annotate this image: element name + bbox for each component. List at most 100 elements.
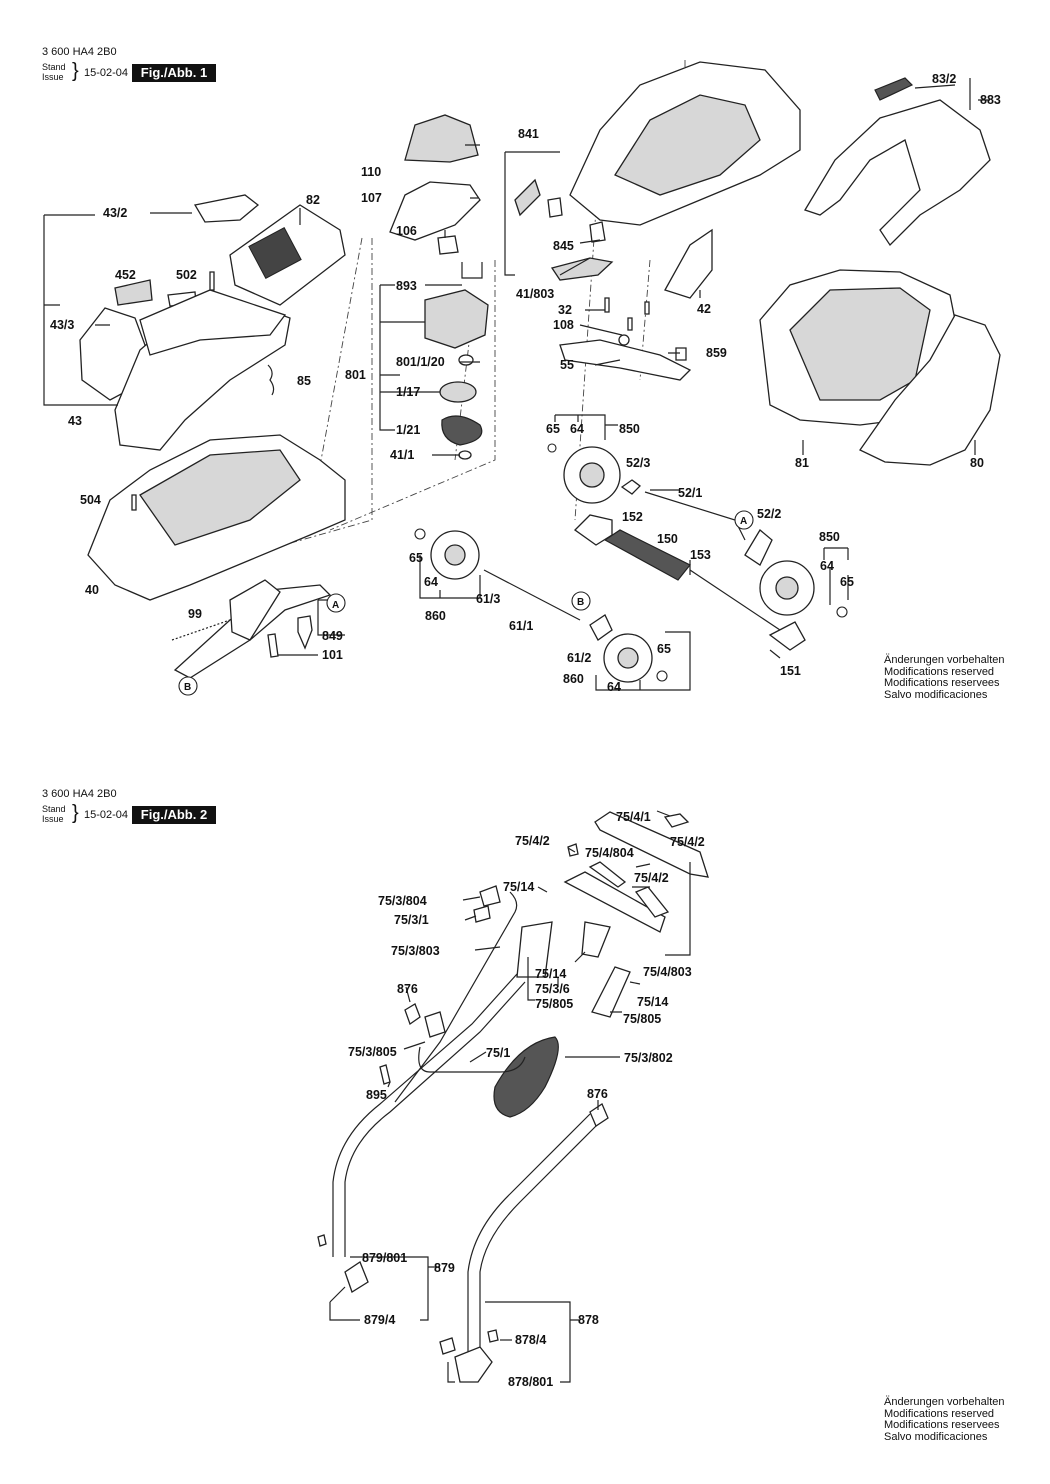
callout: 52/1	[678, 486, 702, 500]
disclaimer-line: Modifications reservees	[884, 677, 1000, 689]
bracket-61-2-part	[589, 614, 613, 641]
issue-label: Issue	[42, 72, 64, 82]
plug-75-3-6-part	[581, 921, 611, 958]
deck-clip-part	[589, 221, 606, 243]
callout: 80	[970, 456, 984, 470]
callout: 75/4/2	[634, 871, 669, 885]
spring-85-part	[267, 364, 275, 396]
group-bracket	[419, 555, 481, 599]
issue-date: 15-02-04	[84, 809, 129, 821]
bolt-895-part	[379, 1064, 391, 1085]
cap-107-part	[389, 181, 481, 241]
callout: 55	[560, 358, 574, 372]
badge-part	[114, 279, 153, 306]
callout: 101	[322, 648, 343, 662]
disclaimer-line: Änderungen vorbehalten	[884, 654, 1005, 666]
leader-line	[432, 361, 480, 456]
bracket-52-3-part	[620, 479, 641, 495]
screw-502-part	[209, 271, 215, 291]
figure-sheet-1: 3 600 HA4 2B0 Stand Issue } 15-02-04 Fig…	[42, 46, 1005, 701]
right-handle-rail-part	[479, 1121, 601, 1352]
group-bracket	[554, 414, 618, 440]
group-bracket	[43, 215, 118, 406]
reference-marker-b	[178, 676, 198, 696]
shaft-153-part	[689, 569, 781, 631]
drawing-code: 3 600 HA4 2B0	[42, 788, 117, 800]
lever-part	[634, 886, 670, 918]
bracket-52-2-part	[744, 529, 773, 566]
callout: 43/3	[50, 318, 74, 332]
leader-line	[537, 863, 651, 893]
figure-tag: Fig./Abb. 1	[132, 64, 216, 82]
callout: 41/1	[390, 448, 414, 462]
clip-879-4-part	[344, 1261, 369, 1293]
lever-bracket-part	[229, 579, 281, 641]
callout: 64	[820, 559, 834, 573]
left-handle-rail-part	[332, 973, 518, 1257]
deck-clip-part	[547, 197, 563, 218]
figure-tag: Fig./Abb. 2	[132, 806, 216, 824]
callout: 75/3/803	[391, 944, 440, 958]
leader-line	[802, 440, 976, 455]
callout: 64	[570, 422, 584, 436]
connector-75-3-804-part	[479, 885, 501, 907]
disclaimer-line: Modifications reserved	[884, 1407, 995, 1420]
figure-sheet-2: 3 600 HA4 2B0 Stand Issue } 15-02-04 Fig…	[0, 742, 1050, 1484]
callout: 65	[840, 575, 854, 589]
leader-line	[44, 304, 110, 326]
group-bracket	[504, 151, 591, 276]
cap-110-part	[404, 114, 479, 163]
callout: 801	[345, 368, 366, 382]
left-handle-rail-part	[344, 981, 526, 1257]
grip-83-2-part	[874, 77, 914, 101]
callout: 893	[396, 279, 417, 293]
callout: 110	[361, 165, 381, 179]
screw-504-part	[131, 494, 137, 511]
callout: 75/4/2	[515, 834, 550, 848]
wheel-hub	[775, 576, 799, 600]
callout: 43/2	[103, 206, 127, 220]
callout: 879/4	[364, 1313, 395, 1327]
callout: 895	[366, 1088, 387, 1102]
axle-61-1-part	[483, 569, 581, 621]
exploded-view-1: 43/2 82 452 502 43/3 85 43 504 40 99 849…	[43, 60, 1001, 696]
reference-marker-a	[326, 593, 346, 613]
group-bracket	[823, 547, 849, 605]
right-handle-rail-part	[467, 1113, 591, 1352]
leader-line	[44, 212, 192, 216]
disclaimer-line: Salvo modificaciones	[884, 1430, 988, 1443]
tube-sleeve-part	[516, 921, 553, 978]
blade-55-part	[559, 339, 692, 381]
callout: 41/803	[516, 287, 554, 301]
holder-152-part	[573, 514, 613, 546]
clip-65-part	[414, 528, 426, 540]
callout: 106	[396, 224, 417, 238]
trigger-75-4-1-part	[663, 813, 690, 828]
callout: 64	[607, 680, 621, 694]
callout: 504	[80, 493, 101, 507]
callout: 82	[306, 193, 320, 207]
callout: 65	[657, 642, 671, 656]
callout: 151	[780, 664, 801, 678]
callout: 75/3/1	[394, 913, 429, 927]
callout: 876	[397, 982, 418, 996]
callout: 61/2	[567, 651, 591, 665]
cable-bundle-75-3-802-part	[493, 1036, 559, 1118]
clip-65-part	[656, 670, 668, 682]
callout: 85	[297, 374, 311, 388]
callout: 75/805	[535, 997, 573, 1011]
clip-893-part	[461, 262, 483, 279]
leader-line	[567, 810, 691, 956]
callout: 99	[188, 607, 202, 621]
drawing-code: 3 600 HA4 2B0	[42, 46, 117, 58]
cross-bar-part	[418, 1046, 526, 1073]
handle-grip-part	[193, 194, 260, 223]
leader-line	[914, 78, 990, 110]
callout: 108	[553, 318, 574, 332]
disclaimer-line: Salvo modificaciones	[884, 688, 988, 701]
callout: 75/14	[535, 967, 566, 981]
clamp-75-3-805-part	[424, 1011, 446, 1038]
deck-insert-part	[550, 257, 614, 281]
disclaimer-line: Änderungen vorbehalten	[884, 1396, 1005, 1408]
callout: 878/801	[508, 1375, 553, 1389]
